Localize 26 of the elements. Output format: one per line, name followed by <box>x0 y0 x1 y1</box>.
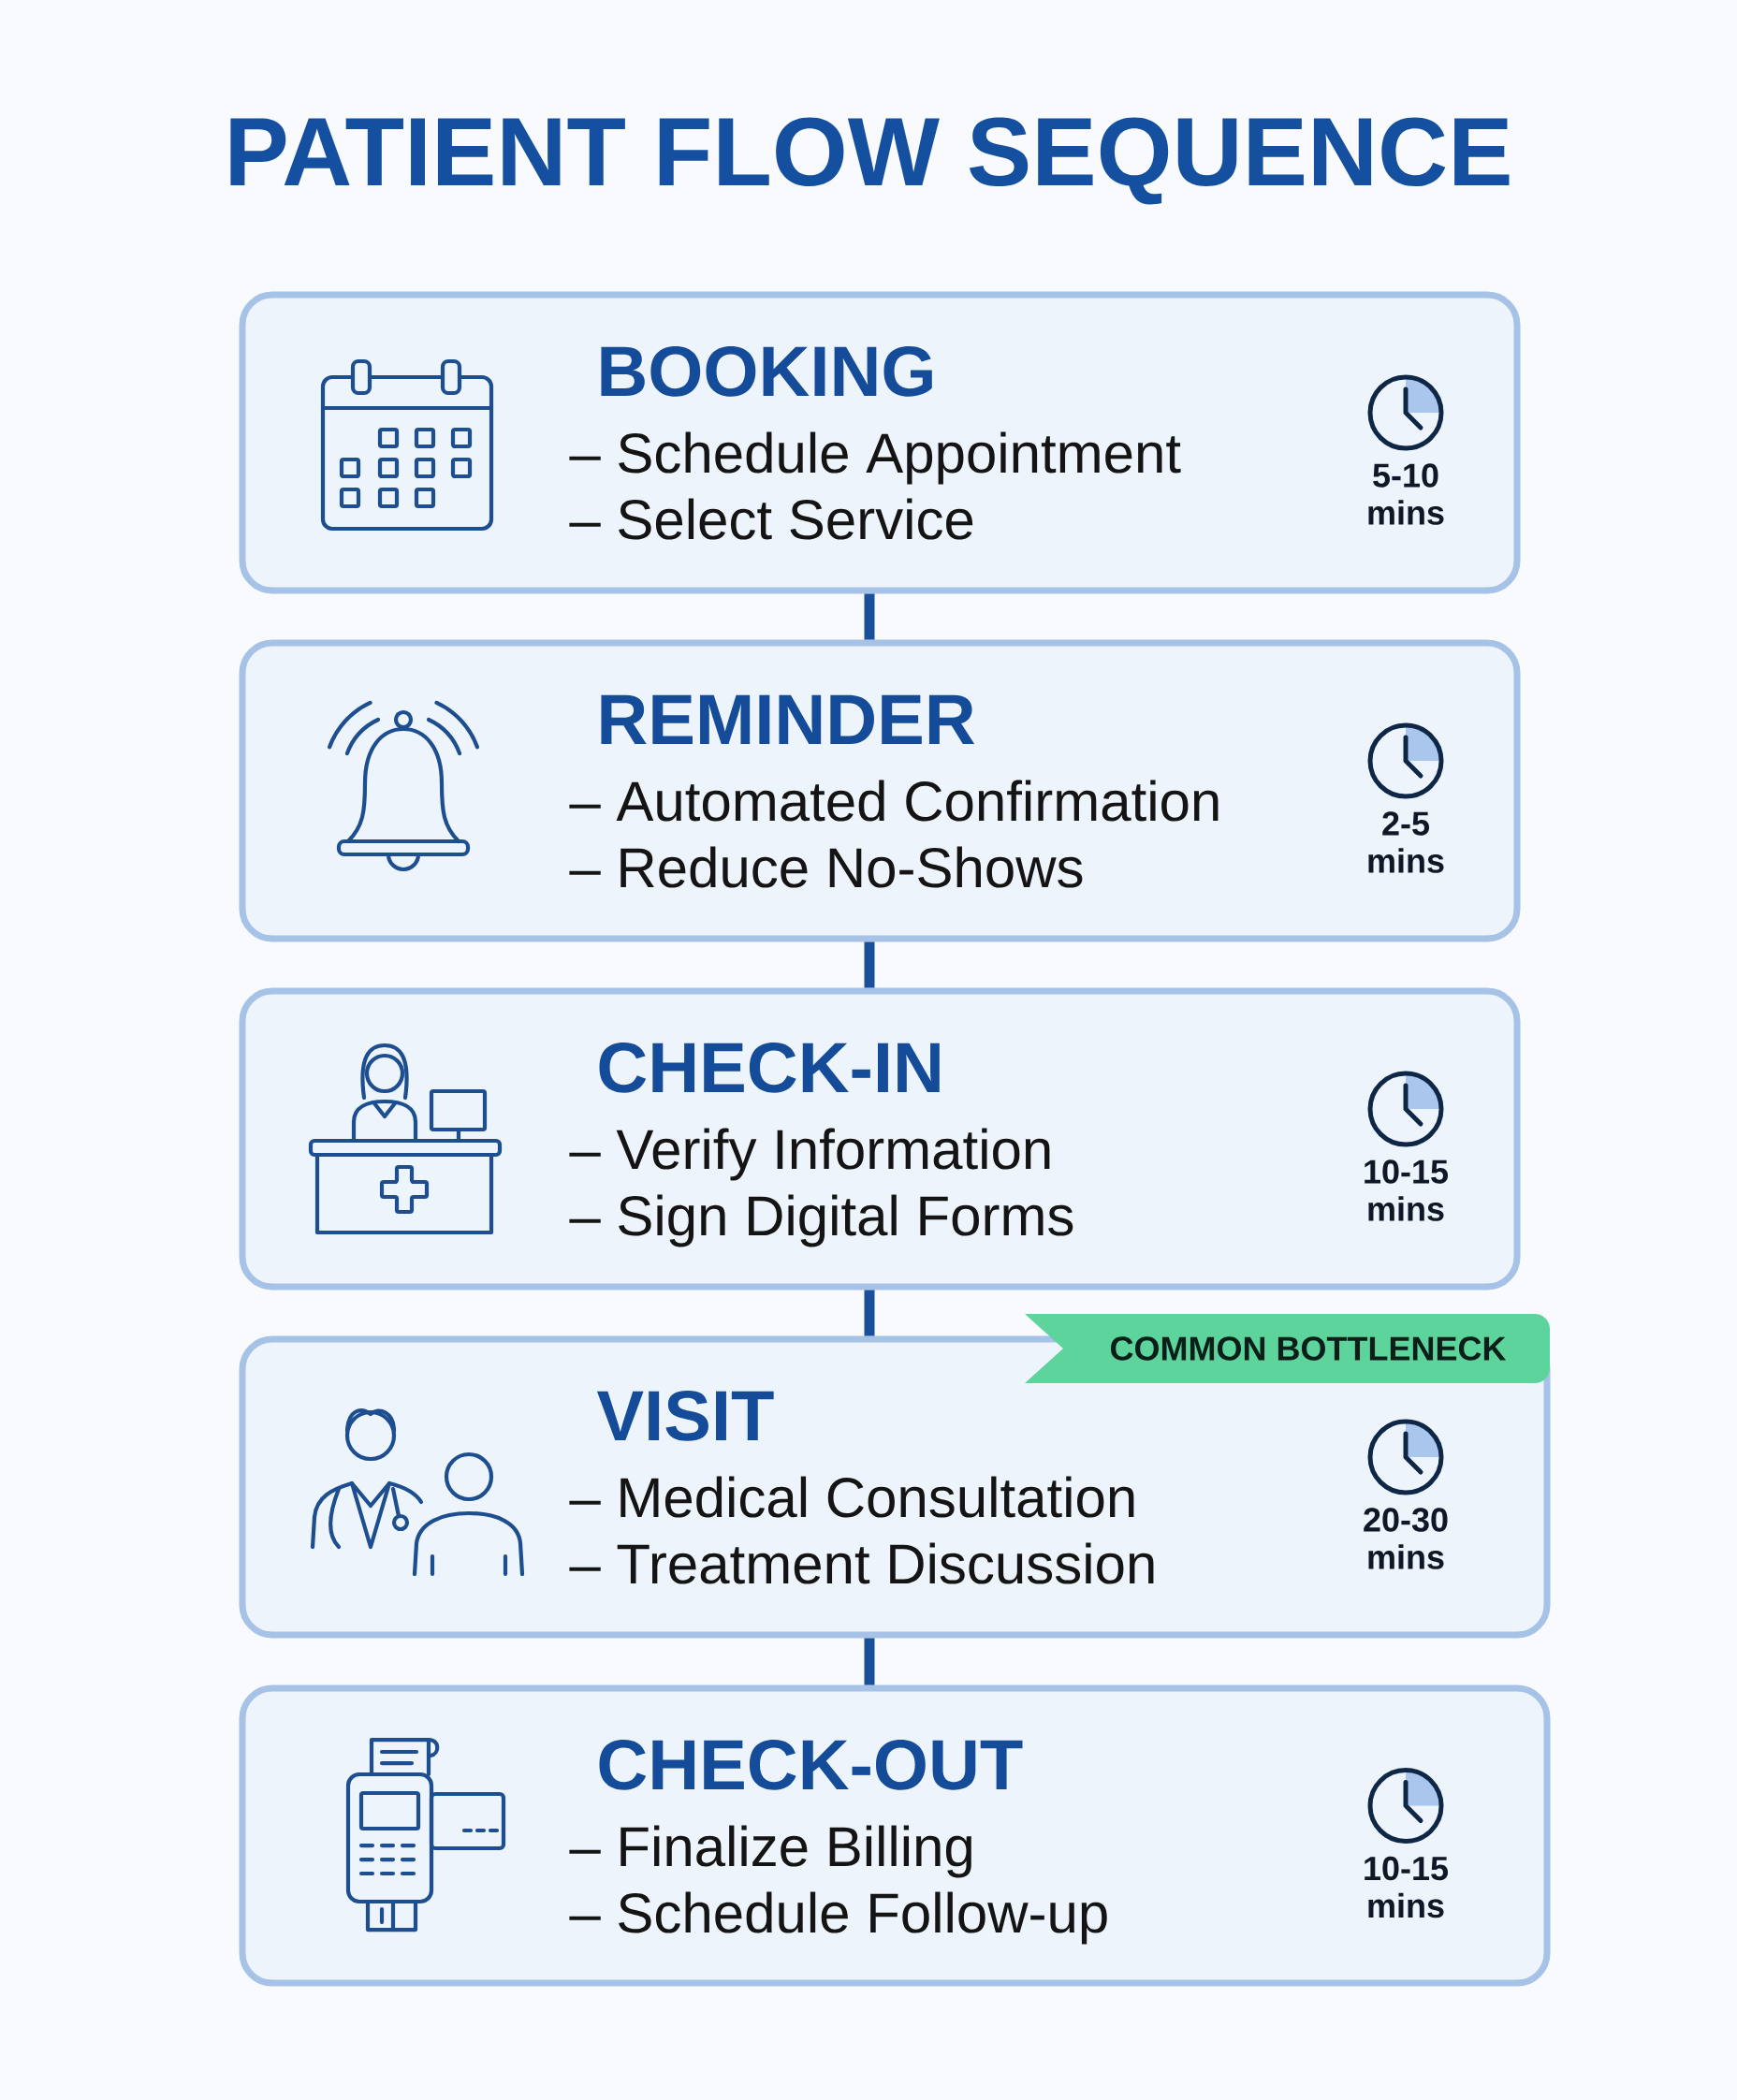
step-heading: REMINDER <box>601 694 975 744</box>
step-item: – Verify Information <box>569 1128 1050 1181</box>
step-heading: BOOKING <box>601 345 932 397</box>
title: PATIENT FLOW SEQUENCE <box>230 117 1510 205</box>
connector-line <box>864 941 875 988</box>
duration-label: 20-30 mins <box>1364 1508 1448 1569</box>
step-item: – Automated Confirmation <box>569 780 1219 822</box>
connector-line <box>864 593 875 640</box>
connector-line <box>864 1638 875 1685</box>
duration-label: 10-15 mins <box>1365 1159 1449 1221</box>
duration-label: 10-15 mins <box>1365 1856 1449 1918</box>
step-heading: CHECK-IN <box>599 1042 940 1093</box>
step-heading: VISIT <box>596 1390 774 1441</box>
step-heading: CHECK-OUT <box>599 1739 1023 1790</box>
step-item: – Schedule Follow-up <box>569 1891 1107 1945</box>
connector-line <box>864 1290 875 1336</box>
step-item: – Treatment Discussion <box>569 1542 1154 1584</box>
step-item: – Sign Digital Forms <box>569 1194 1073 1247</box>
duration-label: 5-10 mins <box>1368 463 1444 525</box>
step-item: – Finalize Billing <box>569 1825 971 1878</box>
step-item: – Reduce No-Shows <box>569 846 1083 888</box>
step-item: – Medical Consultation <box>569 1476 1134 1518</box>
duration-label: 2-5 mins <box>1368 811 1444 873</box>
step-item: – Schedule Appointment <box>569 431 1181 485</box>
ribbon-tag: COMMON BOTTLENECK <box>1025 1314 1550 1383</box>
step-item: – Select Service <box>569 498 973 540</box>
